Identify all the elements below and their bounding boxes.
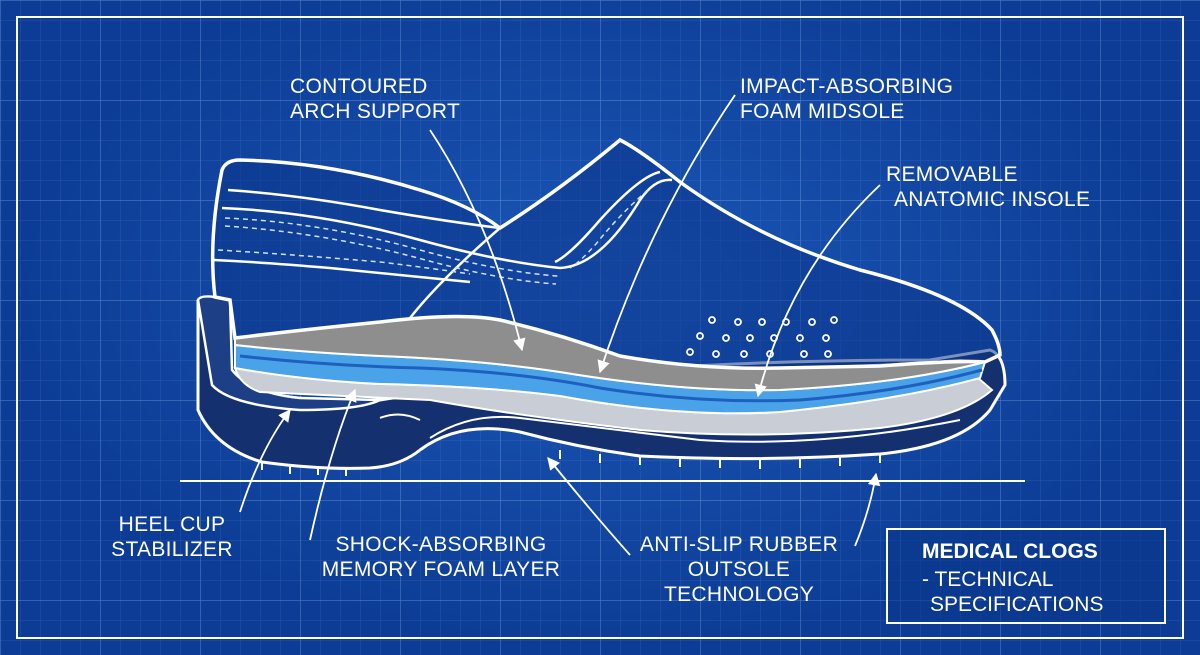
arrow-memory [309,388,357,541]
arrow-outsole-right [854,472,881,547]
frame-border [16,16,1184,639]
callout-arrows [239,94,881,556]
subtitle-text: - TECHNICAL SPECIFICATIONS [922,568,1104,616]
ventilation-holes [686,316,838,358]
title-box: MEDICAL CLOGS - TECHNICAL SPECIFICATIONS [886,528,1166,624]
arrow-insole [754,184,881,398]
title-text: MEDICAL CLOGS [922,540,1098,563]
foam-stripe [239,354,983,403]
arrow-outsole-left [547,457,631,556]
outsole-tread [261,413,961,476]
stitching [217,189,649,285]
arrow-heel [239,408,291,513]
clog-upper [210,137,1002,370]
arrow-midsole [597,94,736,374]
arrow-arch [429,129,526,352]
